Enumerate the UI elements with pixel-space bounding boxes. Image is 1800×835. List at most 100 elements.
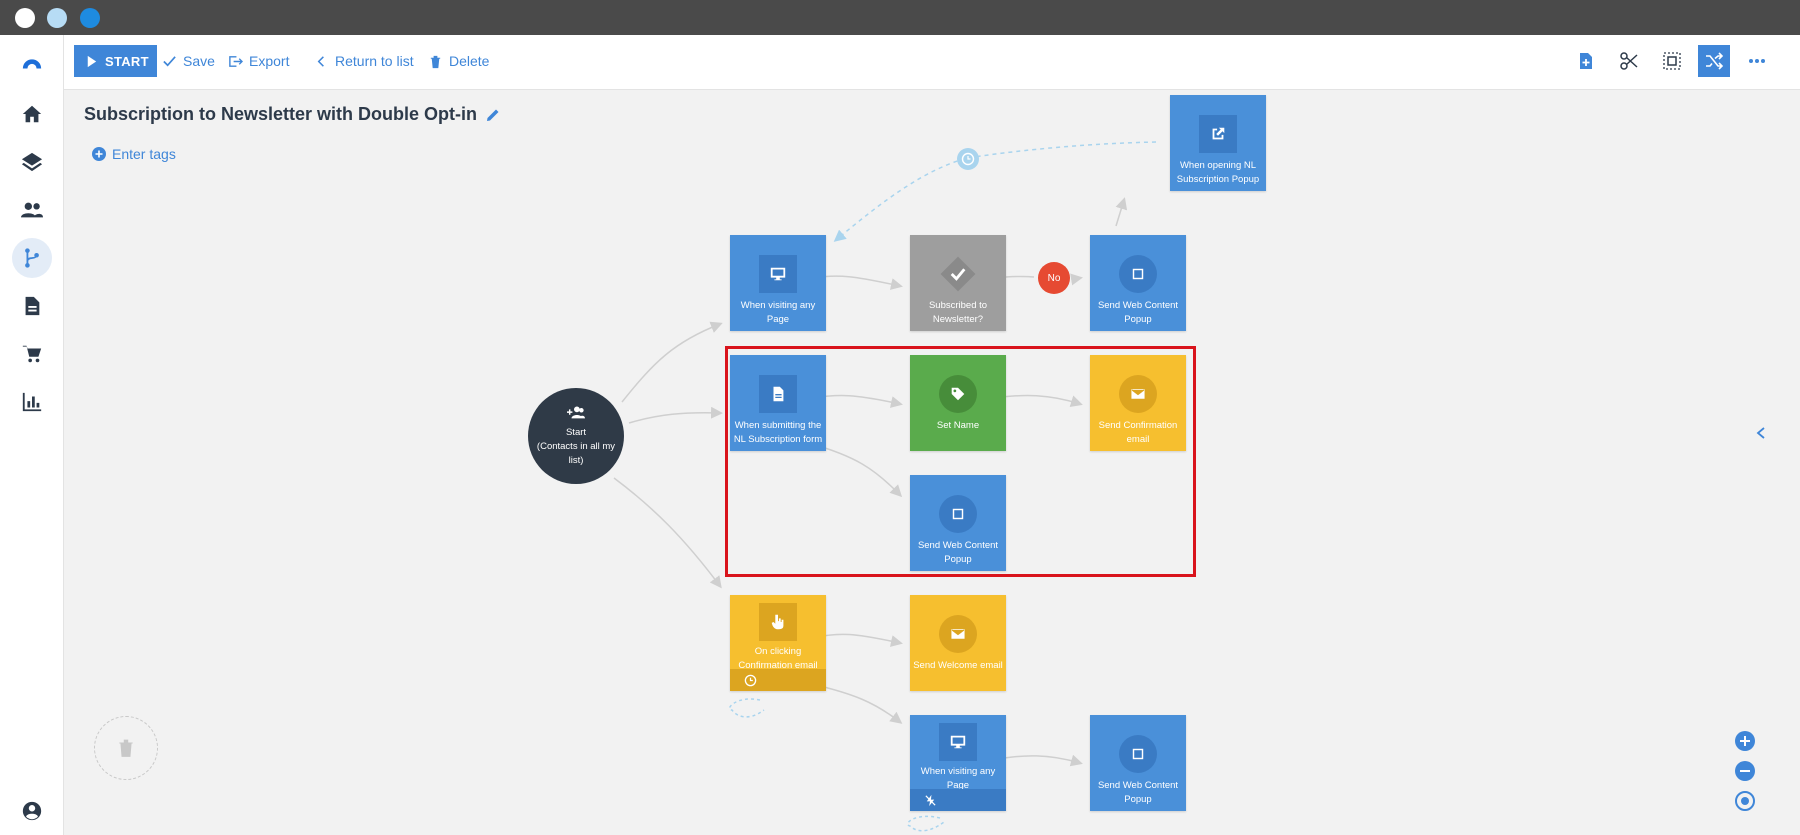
chevron-left-icon xyxy=(317,55,324,67)
check-diamond-icon xyxy=(939,255,977,293)
zoom-out-button[interactable] xyxy=(1734,760,1756,782)
workflow-icon[interactable] xyxy=(12,238,52,278)
node-when-visiting-page-1[interactable]: When visiting any Page xyxy=(730,235,826,331)
delete-button[interactable]: Delete xyxy=(428,45,489,77)
tag-icon xyxy=(939,375,977,413)
node-send-popup-2-label: Send Web Content Popup xyxy=(917,540,999,565)
center-view-button[interactable] xyxy=(1734,790,1756,812)
pencil-icon[interactable] xyxy=(485,107,501,123)
layers-icon[interactable] xyxy=(12,142,52,182)
plus-circle-icon xyxy=(1735,731,1755,751)
connector-start-to-clicking xyxy=(613,477,722,589)
trash-icon xyxy=(430,55,441,68)
home-icon[interactable] xyxy=(12,94,52,134)
clock-hands xyxy=(967,156,971,160)
node-subscribed-check[interactable]: Subscribed to Newsletter? xyxy=(910,235,1006,331)
start-node-label: Start (Contacts in all my list) xyxy=(536,427,616,466)
node-set-name[interactable]: Set Name xyxy=(910,355,1006,451)
node-when-visiting-page-1-label: When visiting any Page xyxy=(740,300,816,325)
cart-icon[interactable] xyxy=(12,334,52,374)
enter-tags-label: Enter tags xyxy=(112,146,176,162)
logo-icon[interactable] xyxy=(12,43,52,83)
trash-drop-zone[interactable] xyxy=(94,716,158,780)
node-send-welcome-label: Send Welcome email xyxy=(913,660,1003,671)
node-send-popup-3-label: Send Web Content Popup xyxy=(1097,780,1179,805)
export-icon xyxy=(229,55,243,67)
node-when-visiting-page-2-label: When visiting any Page xyxy=(920,766,996,791)
scissors-icon[interactable] xyxy=(1613,45,1645,77)
minus-circle-icon xyxy=(1735,761,1755,781)
start-node[interactable]: Start (Contacts in all my list) xyxy=(528,388,624,484)
connector-popup-to-opening xyxy=(1115,197,1128,227)
node-on-clicking[interactable]: On clicking Confirmation email xyxy=(730,595,826,691)
node-on-clicking-label: On clicking Confirmation email xyxy=(738,646,818,671)
return-to-list-button[interactable]: Return to list xyxy=(314,45,414,77)
form-document-icon xyxy=(759,375,797,413)
loop-connector-2 xyxy=(907,815,945,832)
connector-visiting-to-popup xyxy=(992,754,1083,767)
node-send-confirmation[interactable]: Send Confirmation email xyxy=(1090,355,1186,451)
shuffle-icon[interactable] xyxy=(1698,45,1730,77)
flow-title: Subscription to Newsletter with Double O… xyxy=(84,104,501,125)
node-send-popup-2[interactable]: Send Web Content Popup xyxy=(910,475,1006,571)
node-when-visiting-page-2-footer xyxy=(910,789,1006,811)
trash-icon xyxy=(119,739,133,757)
add-group-icon xyxy=(528,404,624,422)
window-maximize-button[interactable] xyxy=(80,8,100,28)
select-area-icon[interactable] xyxy=(1656,45,1688,77)
node-set-name-label: Set Name xyxy=(936,420,980,431)
target-icon xyxy=(1735,791,1755,811)
node-send-welcome[interactable]: Send Welcome email xyxy=(910,595,1006,691)
save-button[interactable]: Save xyxy=(162,45,215,77)
selection-box xyxy=(725,346,1196,577)
people-icon[interactable] xyxy=(12,190,52,230)
sidebar xyxy=(0,35,64,835)
connector-opening-to-visiting xyxy=(833,141,1157,242)
window-close-button[interactable] xyxy=(15,8,35,28)
play-icon xyxy=(87,55,97,67)
save-button-label: Save xyxy=(183,53,215,69)
loop-connector-1 xyxy=(728,698,765,718)
workflow-canvas[interactable]: Subscription to Newsletter with Double O… xyxy=(64,90,1774,835)
node-send-popup-3[interactable]: Send Web Content Popup xyxy=(1090,715,1186,811)
envelope-icon xyxy=(939,615,977,653)
node-when-opening-popup[interactable]: When opening NL Subscription Popup xyxy=(1170,95,1266,191)
clock-icon xyxy=(744,674,757,686)
node-send-popup-1-label: Send Web Content Popup xyxy=(1097,300,1179,325)
expand-panel-button[interactable] xyxy=(1748,420,1774,446)
node-when-submitting[interactable]: When submitting the NL Subscription form xyxy=(730,355,826,451)
add-circle-icon xyxy=(92,147,106,161)
clock-icon xyxy=(961,152,975,166)
flash-off-icon xyxy=(925,794,936,806)
export-button[interactable]: Export xyxy=(228,45,289,77)
chart-icon[interactable] xyxy=(12,382,52,422)
node-on-clicking-footer xyxy=(730,669,826,691)
envelope-icon xyxy=(1119,375,1157,413)
start-button-label: START xyxy=(105,53,149,69)
no-badge: No xyxy=(1038,262,1070,294)
node-send-popup-1[interactable]: Send Web Content Popup xyxy=(1090,235,1186,331)
monitor-icon xyxy=(939,723,977,761)
node-send-confirmation-label: Send Confirmation email xyxy=(1098,420,1178,445)
square-icon xyxy=(1119,255,1157,293)
document-icon[interactable] xyxy=(12,286,52,326)
export-button-label: Export xyxy=(249,53,290,69)
enter-tags-button[interactable]: Enter tags xyxy=(92,146,176,162)
connector-no-to-popup xyxy=(1070,273,1083,286)
node-when-visiting-page-2[interactable]: When visiting any Page xyxy=(910,715,1006,811)
zoom-in-button[interactable] xyxy=(1734,730,1756,752)
account-icon[interactable] xyxy=(12,791,52,831)
external-link-icon xyxy=(1199,115,1237,153)
toolbar: START Save Export Return to list Delete xyxy=(64,35,1800,90)
square-icon xyxy=(1119,735,1157,773)
delete-button-label: Delete xyxy=(449,53,490,69)
window-minimize-button[interactable] xyxy=(47,8,67,28)
start-button[interactable]: START xyxy=(74,45,157,77)
hand-pointer-icon xyxy=(759,603,797,641)
add-node-icon[interactable] xyxy=(1570,45,1602,77)
check-icon xyxy=(163,55,176,66)
square-icon xyxy=(939,495,977,533)
node-subscribed-check-label: Subscribed to Newsletter? xyxy=(928,300,988,325)
flow-title-text: Subscription to Newsletter with Double O… xyxy=(84,104,478,124)
more-options-icon[interactable] xyxy=(1741,45,1773,77)
